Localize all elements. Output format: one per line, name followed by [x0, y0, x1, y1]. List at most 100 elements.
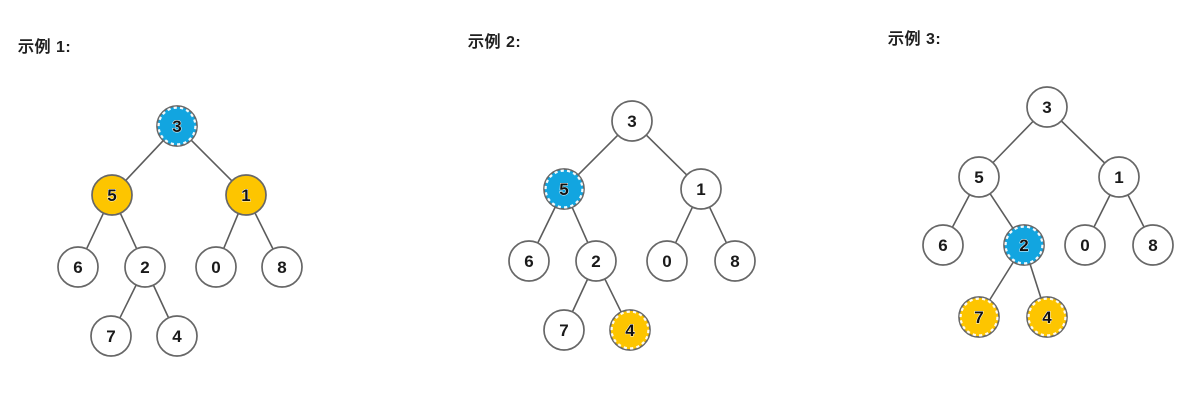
tree-edge — [253, 211, 275, 251]
tree-node[interactable]: 5 — [958, 156, 1000, 198]
tree-node-circle — [1003, 224, 1045, 266]
tree-node-circle — [680, 168, 722, 210]
tree-node-highlight-ring — [1004, 225, 1044, 265]
tree-node-label: 5 — [559, 180, 568, 199]
tree-node-circle — [958, 156, 1000, 198]
tree-edge — [644, 133, 689, 177]
tree-node[interactable]: 6 — [922, 224, 964, 266]
tree-node[interactable]: 1 — [1098, 156, 1140, 198]
tree-node-label: 5 — [974, 168, 983, 187]
tree-edge — [571, 277, 589, 314]
tree-node-label: 7 — [559, 321, 568, 340]
tree-node[interactable]: 3 — [611, 100, 653, 142]
tree-node-highlight-ring — [544, 169, 584, 209]
tree-node-circle — [922, 224, 964, 266]
tree-node-circle — [575, 240, 617, 282]
tree-node-circle — [156, 315, 198, 357]
tree-node[interactable]: 8 — [714, 240, 756, 282]
example-title-3: 示例 3: — [888, 31, 942, 48]
tree-node[interactable]: 2 — [124, 246, 166, 288]
tree-node[interactable]: 3 — [156, 105, 198, 147]
tree-node-highlight-ring — [1027, 297, 1067, 337]
tree-edge — [118, 283, 138, 320]
tree-node[interactable]: 7 — [90, 315, 132, 357]
tree-node-label: 8 — [730, 252, 739, 271]
tree-node-label: 2 — [140, 258, 149, 277]
tree-edge — [119, 211, 138, 251]
example-title-1: 示例 1: — [18, 39, 72, 56]
tree-edge — [222, 212, 240, 250]
tree-node[interactable]: 4 — [1026, 296, 1068, 338]
tree-edge — [152, 283, 170, 320]
tree-node-circle — [1098, 156, 1140, 198]
binary-tree-diagram-1: 3 5 1 6 2 0 8 7 4 — [57, 105, 303, 357]
tree-node-highlight-ring — [157, 106, 197, 146]
tree-node[interactable]: 7 — [958, 296, 1000, 338]
tree-node-circle — [714, 240, 756, 282]
tree-node-circle — [958, 296, 1000, 338]
tree-edge — [536, 205, 557, 245]
tree-node-circle — [611, 100, 653, 142]
tree-node-label: 0 — [211, 258, 220, 277]
tree-node-label: 4 — [172, 327, 182, 346]
tree-node[interactable]: 6 — [57, 246, 99, 288]
tree-node-label: 7 — [974, 308, 983, 327]
tree-edge — [988, 260, 1015, 302]
tree-node[interactable]: 8 — [1132, 224, 1174, 266]
tree-node[interactable]: 4 — [156, 315, 198, 357]
tree-node[interactable]: 6 — [508, 240, 550, 282]
tree-edge — [576, 133, 620, 177]
tree-node-label: 6 — [524, 252, 533, 271]
tree-node-circle — [261, 246, 303, 288]
tree-edge — [951, 193, 971, 229]
tree-node-highlight-ring — [610, 310, 650, 350]
tree-node-highlight-ring — [959, 297, 999, 337]
tree-node[interactable]: 4 — [609, 309, 651, 351]
tree-node[interactable]: 5 — [543, 168, 585, 210]
tree-node-circle — [225, 174, 267, 216]
tree-node-label: 6 — [938, 236, 947, 255]
tree-edge — [189, 138, 234, 183]
tree-edge — [570, 206, 590, 244]
tree-edge — [991, 120, 1035, 164]
tree-node[interactable]: 2 — [575, 240, 617, 282]
tree-edge — [85, 211, 105, 251]
tree-node-label: 2 — [591, 252, 600, 271]
tree-edge — [1060, 119, 1106, 165]
tree-node-circle — [1026, 86, 1068, 128]
tree-edge — [708, 205, 728, 245]
tree-node-circle — [90, 315, 132, 357]
tree-node[interactable]: 0 — [195, 246, 237, 288]
tree-edge — [1092, 193, 1112, 229]
tree-node[interactable]: 0 — [1064, 224, 1106, 266]
tree-node[interactable]: 3 — [1026, 86, 1068, 128]
tree-node-label: 1 — [1114, 168, 1123, 187]
tree-node-circle — [543, 309, 585, 351]
tree-node[interactable]: 1 — [225, 174, 267, 216]
tree-edge — [674, 205, 694, 245]
tree-edge — [124, 139, 165, 182]
tree-node[interactable]: 1 — [680, 168, 722, 210]
tree-node[interactable]: 5 — [91, 174, 133, 216]
tree-node-circle — [1064, 224, 1106, 266]
tree-edge — [1126, 193, 1146, 229]
tree-node-label: 4 — [625, 321, 635, 340]
binary-tree-diagram-2: 3 5 1 6 2 0 8 7 4 — [508, 100, 756, 351]
tree-node-label: 4 — [1042, 308, 1052, 327]
tree-node[interactable]: 0 — [646, 240, 688, 282]
tree-node-label: 7 — [106, 327, 115, 346]
tree-node-circle — [91, 174, 133, 216]
tree-node-circle — [543, 168, 585, 210]
tree-node-circle — [156, 105, 198, 147]
tree-node-label: 8 — [1148, 236, 1157, 255]
tree-node[interactable]: 2 — [1003, 224, 1045, 266]
tree-edge — [1029, 262, 1042, 300]
tree-node-label: 0 — [662, 252, 671, 271]
tree-node[interactable]: 8 — [261, 246, 303, 288]
tree-edge — [988, 192, 1015, 230]
tree-node-circle — [646, 240, 688, 282]
tree-node[interactable]: 7 — [543, 309, 585, 351]
tree-node-label: 3 — [172, 117, 181, 136]
